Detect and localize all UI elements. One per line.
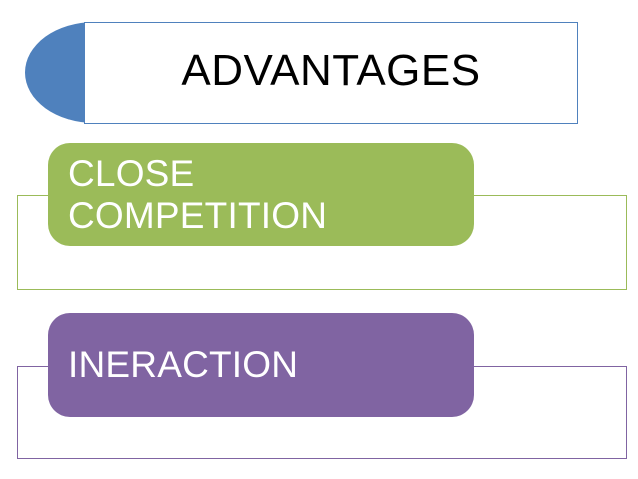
advantage-item-1: CLOSE COMPETITION xyxy=(0,135,638,300)
title-box: ADVANTAGES xyxy=(84,22,578,124)
advantage-item-2: INERACTION xyxy=(0,305,638,479)
title-banner: ADVANTAGES xyxy=(0,0,638,135)
page-title: ADVANTAGES xyxy=(181,45,481,95)
advantage-label-1: CLOSE COMPETITION xyxy=(68,152,328,236)
advantage-callout-2[interactable]: INERACTION xyxy=(48,313,474,417)
advantage-callout-1[interactable]: CLOSE COMPETITION xyxy=(48,143,474,246)
advantage-label-2: INERACTION xyxy=(68,344,299,386)
